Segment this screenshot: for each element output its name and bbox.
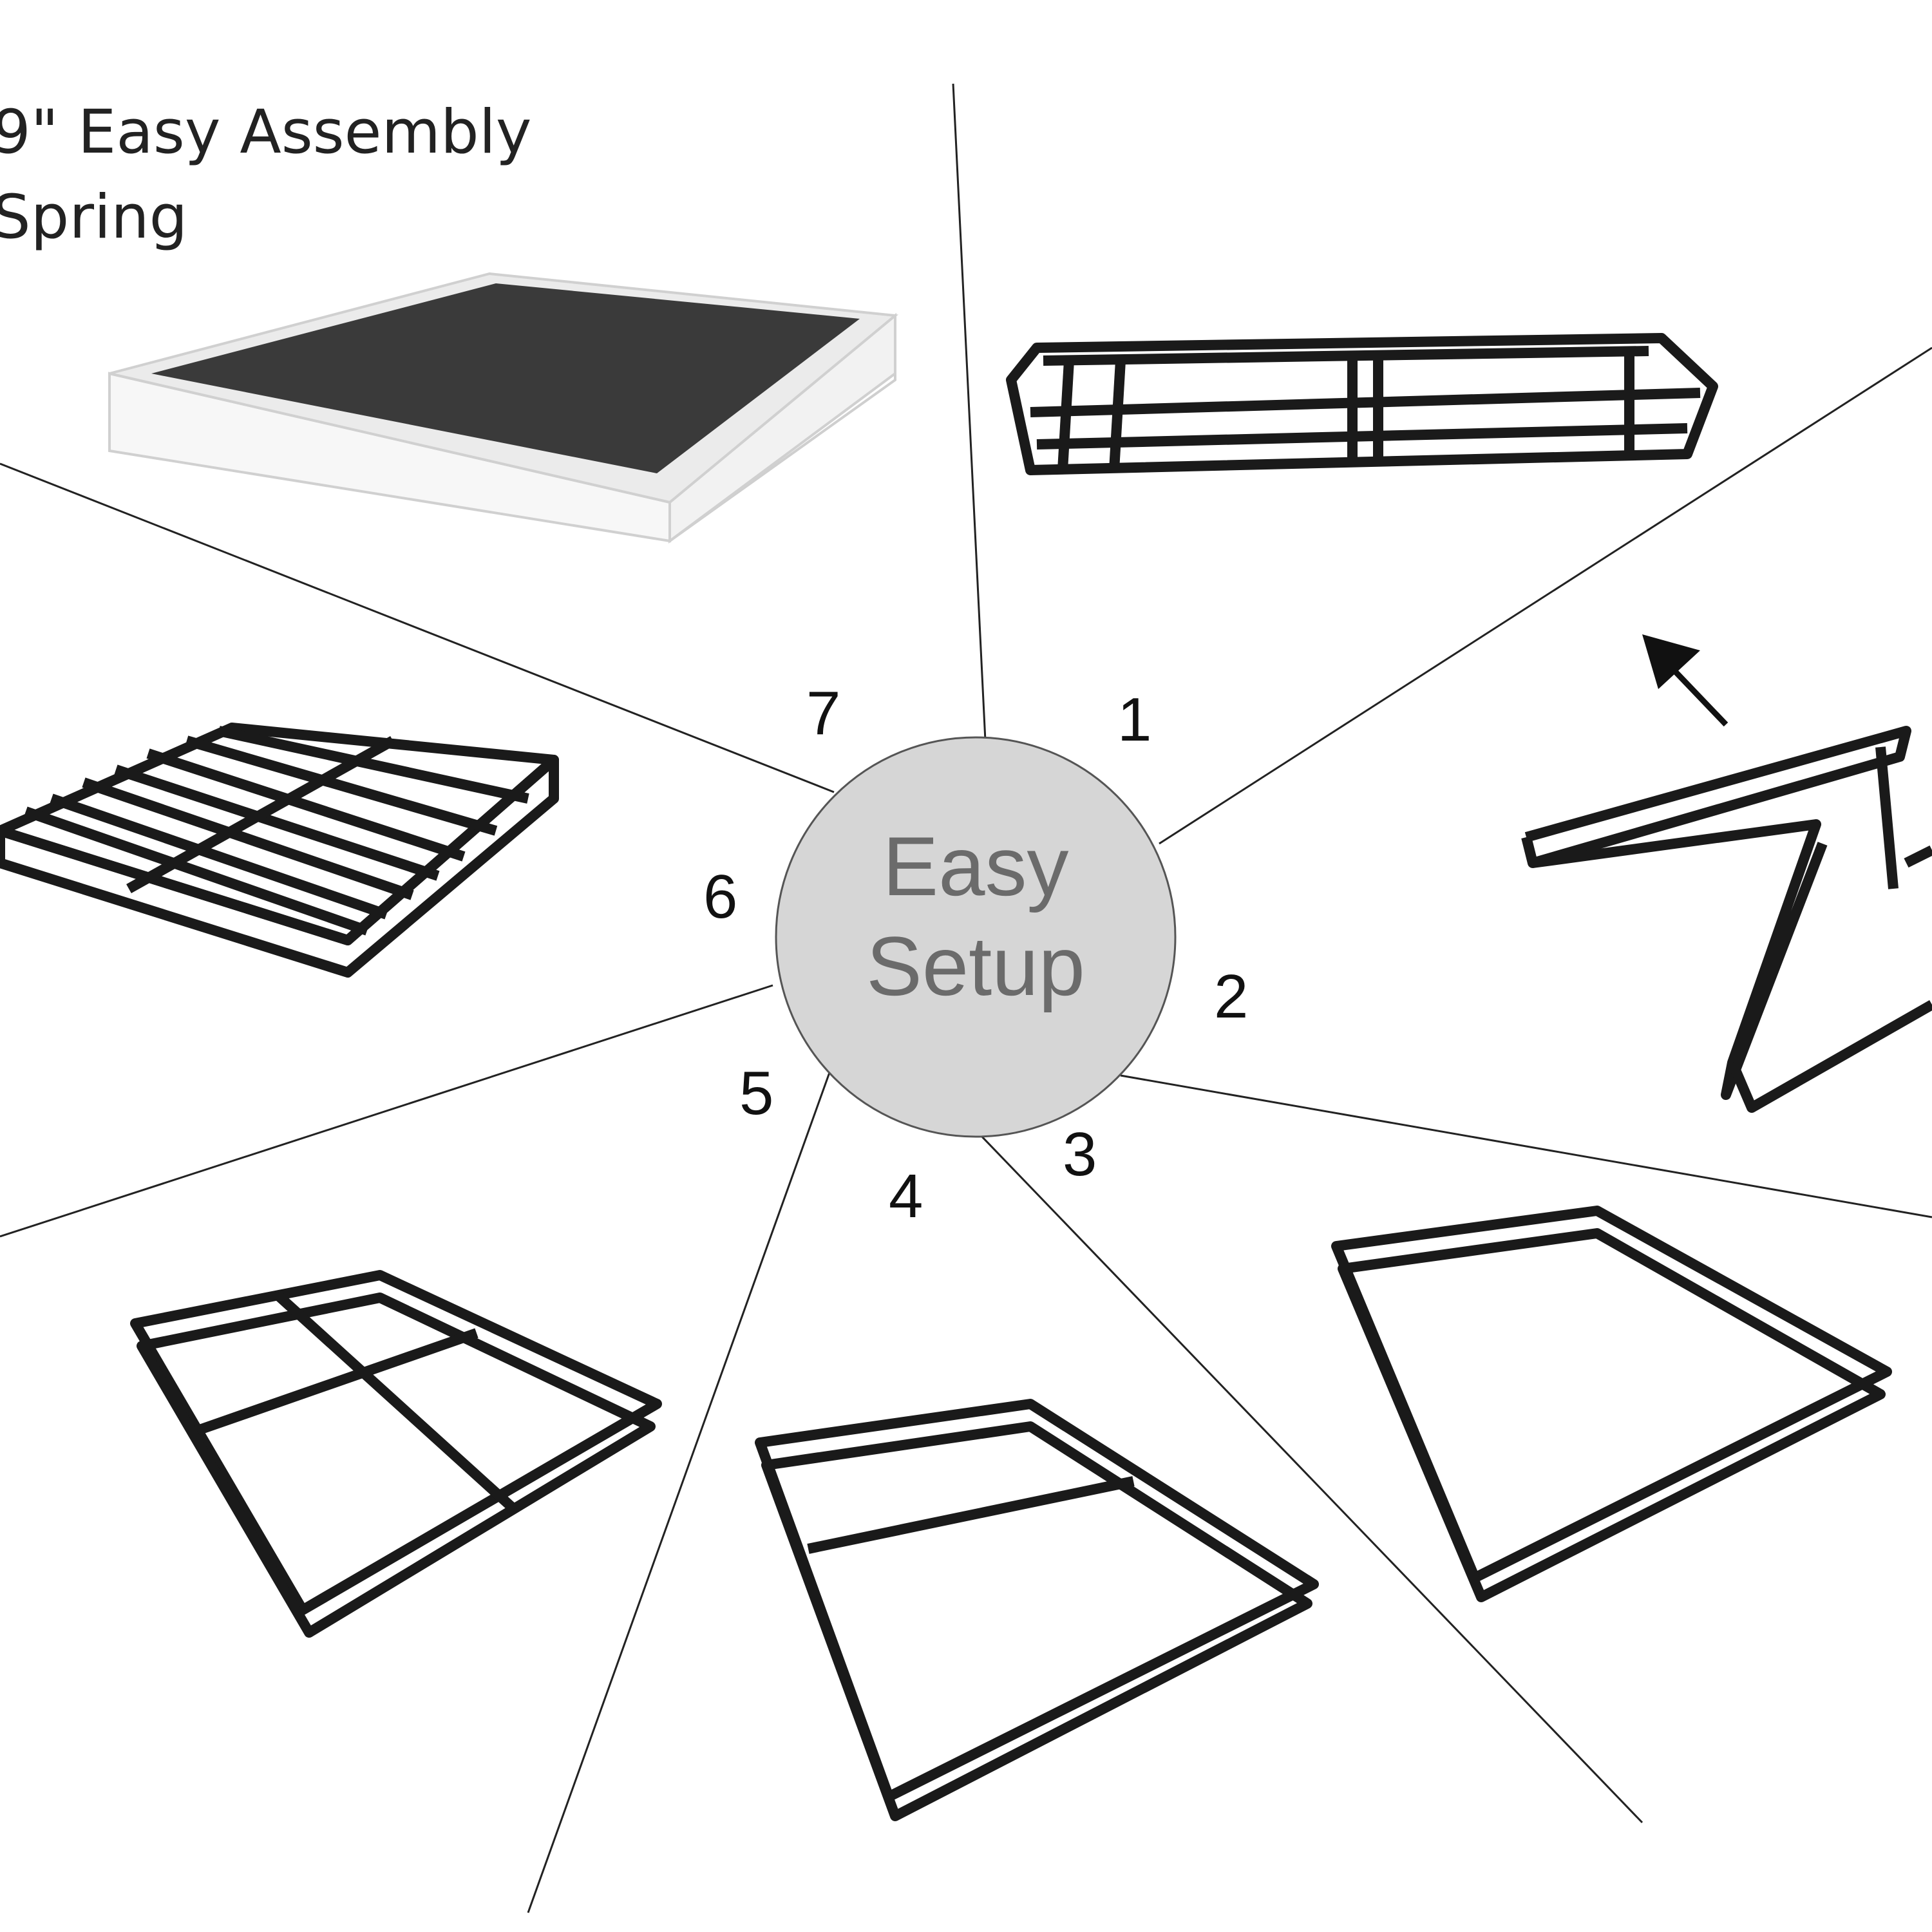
zigzag-mid-rail: [1531, 819, 1828, 1100]
divider-lines: [0, 83, 1932, 1913]
divider-line: [952, 83, 987, 741]
perimeter-outline: [1331, 1206, 1892, 1583]
hub-label-line1: Easy: [882, 819, 1068, 913]
bundle-rail: [1030, 388, 1701, 417]
product-title: 9" Easy Assembly Spring: [0, 90, 531, 260]
step6-slat-frame: [0, 723, 559, 978]
slat: [218, 726, 529, 804]
divider-line: [527, 1068, 832, 1913]
zigzag-lower-rail: [1727, 1000, 1932, 1113]
step-number-2: 2: [1214, 962, 1248, 1031]
frame-outline: [130, 1270, 662, 1615]
easy-setup-hub: Easy Setup: [775, 736, 1177, 1138]
divider-line: [0, 462, 835, 793]
step-numbers: 1 2 3 4 5 6 7: [703, 679, 1248, 1231]
bundle-rail: [1036, 423, 1688, 450]
slat: [185, 735, 498, 836]
hub-label-line2: Setup: [866, 919, 1085, 1013]
divider-line: [0, 984, 773, 1238]
step4-frame-crossbar: [755, 1399, 1319, 1821]
zigzag-rail: [1875, 746, 1899, 889]
product-title-line1: 9" Easy Assembly: [0, 97, 532, 167]
divider-line: [1120, 1074, 1932, 1218]
divider-line: [978, 1132, 1643, 1824]
slat: [50, 793, 388, 920]
slat: [114, 764, 440, 881]
frame-crossbar: [273, 1291, 519, 1514]
step-number-4: 4: [889, 1162, 923, 1231]
step-number-7: 7: [806, 679, 840, 748]
step2-unfolding-frame: [1521, 726, 1932, 1113]
slat: [82, 777, 414, 900]
slat-frame-base: [0, 755, 559, 978]
step-number-6: 6: [703, 862, 737, 931]
bundle-rail: [1043, 346, 1649, 366]
arrow-up-left-icon: [1642, 634, 1728, 727]
slat: [24, 806, 369, 936]
box-spring-fabric: [151, 283, 860, 473]
frame-center-rail: [126, 736, 395, 893]
step-number-3: 3: [1063, 1120, 1097, 1189]
step3-perimeter-frame: [1331, 1206, 1892, 1602]
bundle-outline: [1006, 333, 1718, 475]
product-title-line2: Spring: [0, 182, 188, 252]
hub-circle: [775, 736, 1177, 1138]
frame-inner: [761, 1421, 1312, 1821]
frame-crossbar: [807, 1476, 1135, 1554]
divider-line: [1159, 346, 1932, 845]
step-number-5: 5: [739, 1059, 773, 1128]
step-number-1: 1: [1117, 685, 1151, 754]
slat: [146, 748, 466, 862]
arrow-head: [1642, 634, 1700, 689]
finished-box-spring-illustration: [108, 272, 898, 544]
bundle-post: [1057, 360, 1074, 471]
frame-crossbar: [198, 1328, 478, 1435]
bundle-post: [1109, 360, 1126, 471]
perimeter-inner: [1338, 1228, 1886, 1602]
step5-frame-crossbars: [130, 1270, 662, 1638]
zigzag-top-rail: [1521, 726, 1911, 868]
step1-folded-frame: [1006, 333, 1718, 475]
zigzag-rail: [1904, 845, 1932, 868]
